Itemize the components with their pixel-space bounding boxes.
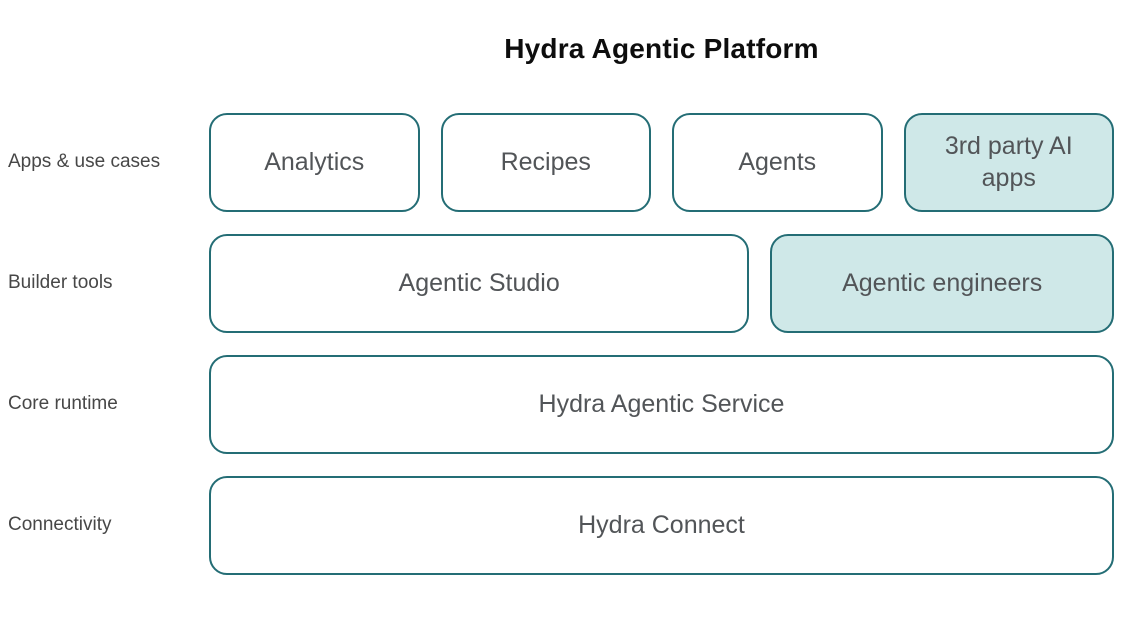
row-label-builder-tools: Builder tools <box>8 272 113 294</box>
box-recipes: Recipes <box>440 113 651 212</box>
diagram-row-connectivity: Connectivity Hydra Connect <box>0 476 1142 575</box>
box-agentic-studio: Agentic Studio <box>209 234 750 333</box>
box-hydra-agentic-service: Hydra Agentic Service <box>209 355 1114 454</box>
box-agents: Agents <box>672 113 883 212</box>
row-label-connectivity: Connectivity <box>8 514 112 536</box>
box-agentic-engineers: Agentic engineers <box>770 234 1114 333</box>
diagram-title: Hydra Agentic Platform <box>504 33 819 64</box>
box-hydra-connect: Hydra Connect <box>209 476 1114 575</box>
row-label-apps-use-cases: Apps & use cases <box>8 151 161 173</box>
row-boxes: Hydra Agentic Service <box>209 355 1114 454</box>
box-3rd-party-ai-apps: 3rd party AI apps <box>903 113 1114 212</box>
box-analytics: Analytics <box>209 113 420 212</box>
row-label-core-runtime: Core runtime <box>8 393 118 415</box>
row-boxes: Hydra Connect <box>209 476 1114 575</box>
diagram-row-core-runtime: Core runtime Hydra Agentic Service <box>0 355 1142 454</box>
